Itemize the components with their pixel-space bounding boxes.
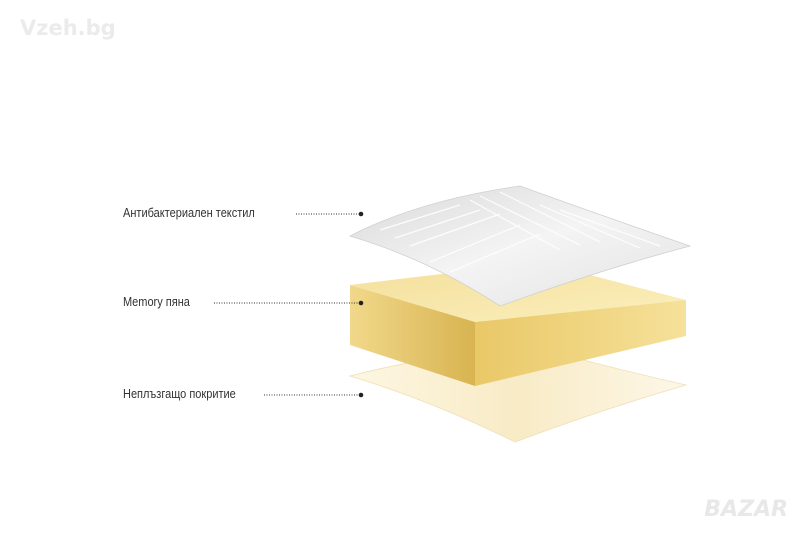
quilt-pattern: [379, 191, 661, 273]
leader-dot: [358, 300, 364, 306]
watermark: Vzeh.bg: [20, 16, 116, 40]
label-antibacterial-textile: Антибактериален текстил: [123, 206, 255, 220]
leader-dot: [358, 211, 364, 217]
label-memory-foam: Memory пяна: [123, 295, 190, 309]
memory-foam-front: [350, 285, 475, 386]
memory-foam-side: [475, 300, 686, 386]
leader-lines: [214, 213, 360, 396]
bazar-logo: BAZAR: [704, 497, 788, 522]
antibacterial-textile-layer: [348, 185, 692, 307]
leader-dot: [358, 392, 364, 398]
label-anti-slip-coating: Неплъзгащо покритие: [123, 387, 236, 401]
